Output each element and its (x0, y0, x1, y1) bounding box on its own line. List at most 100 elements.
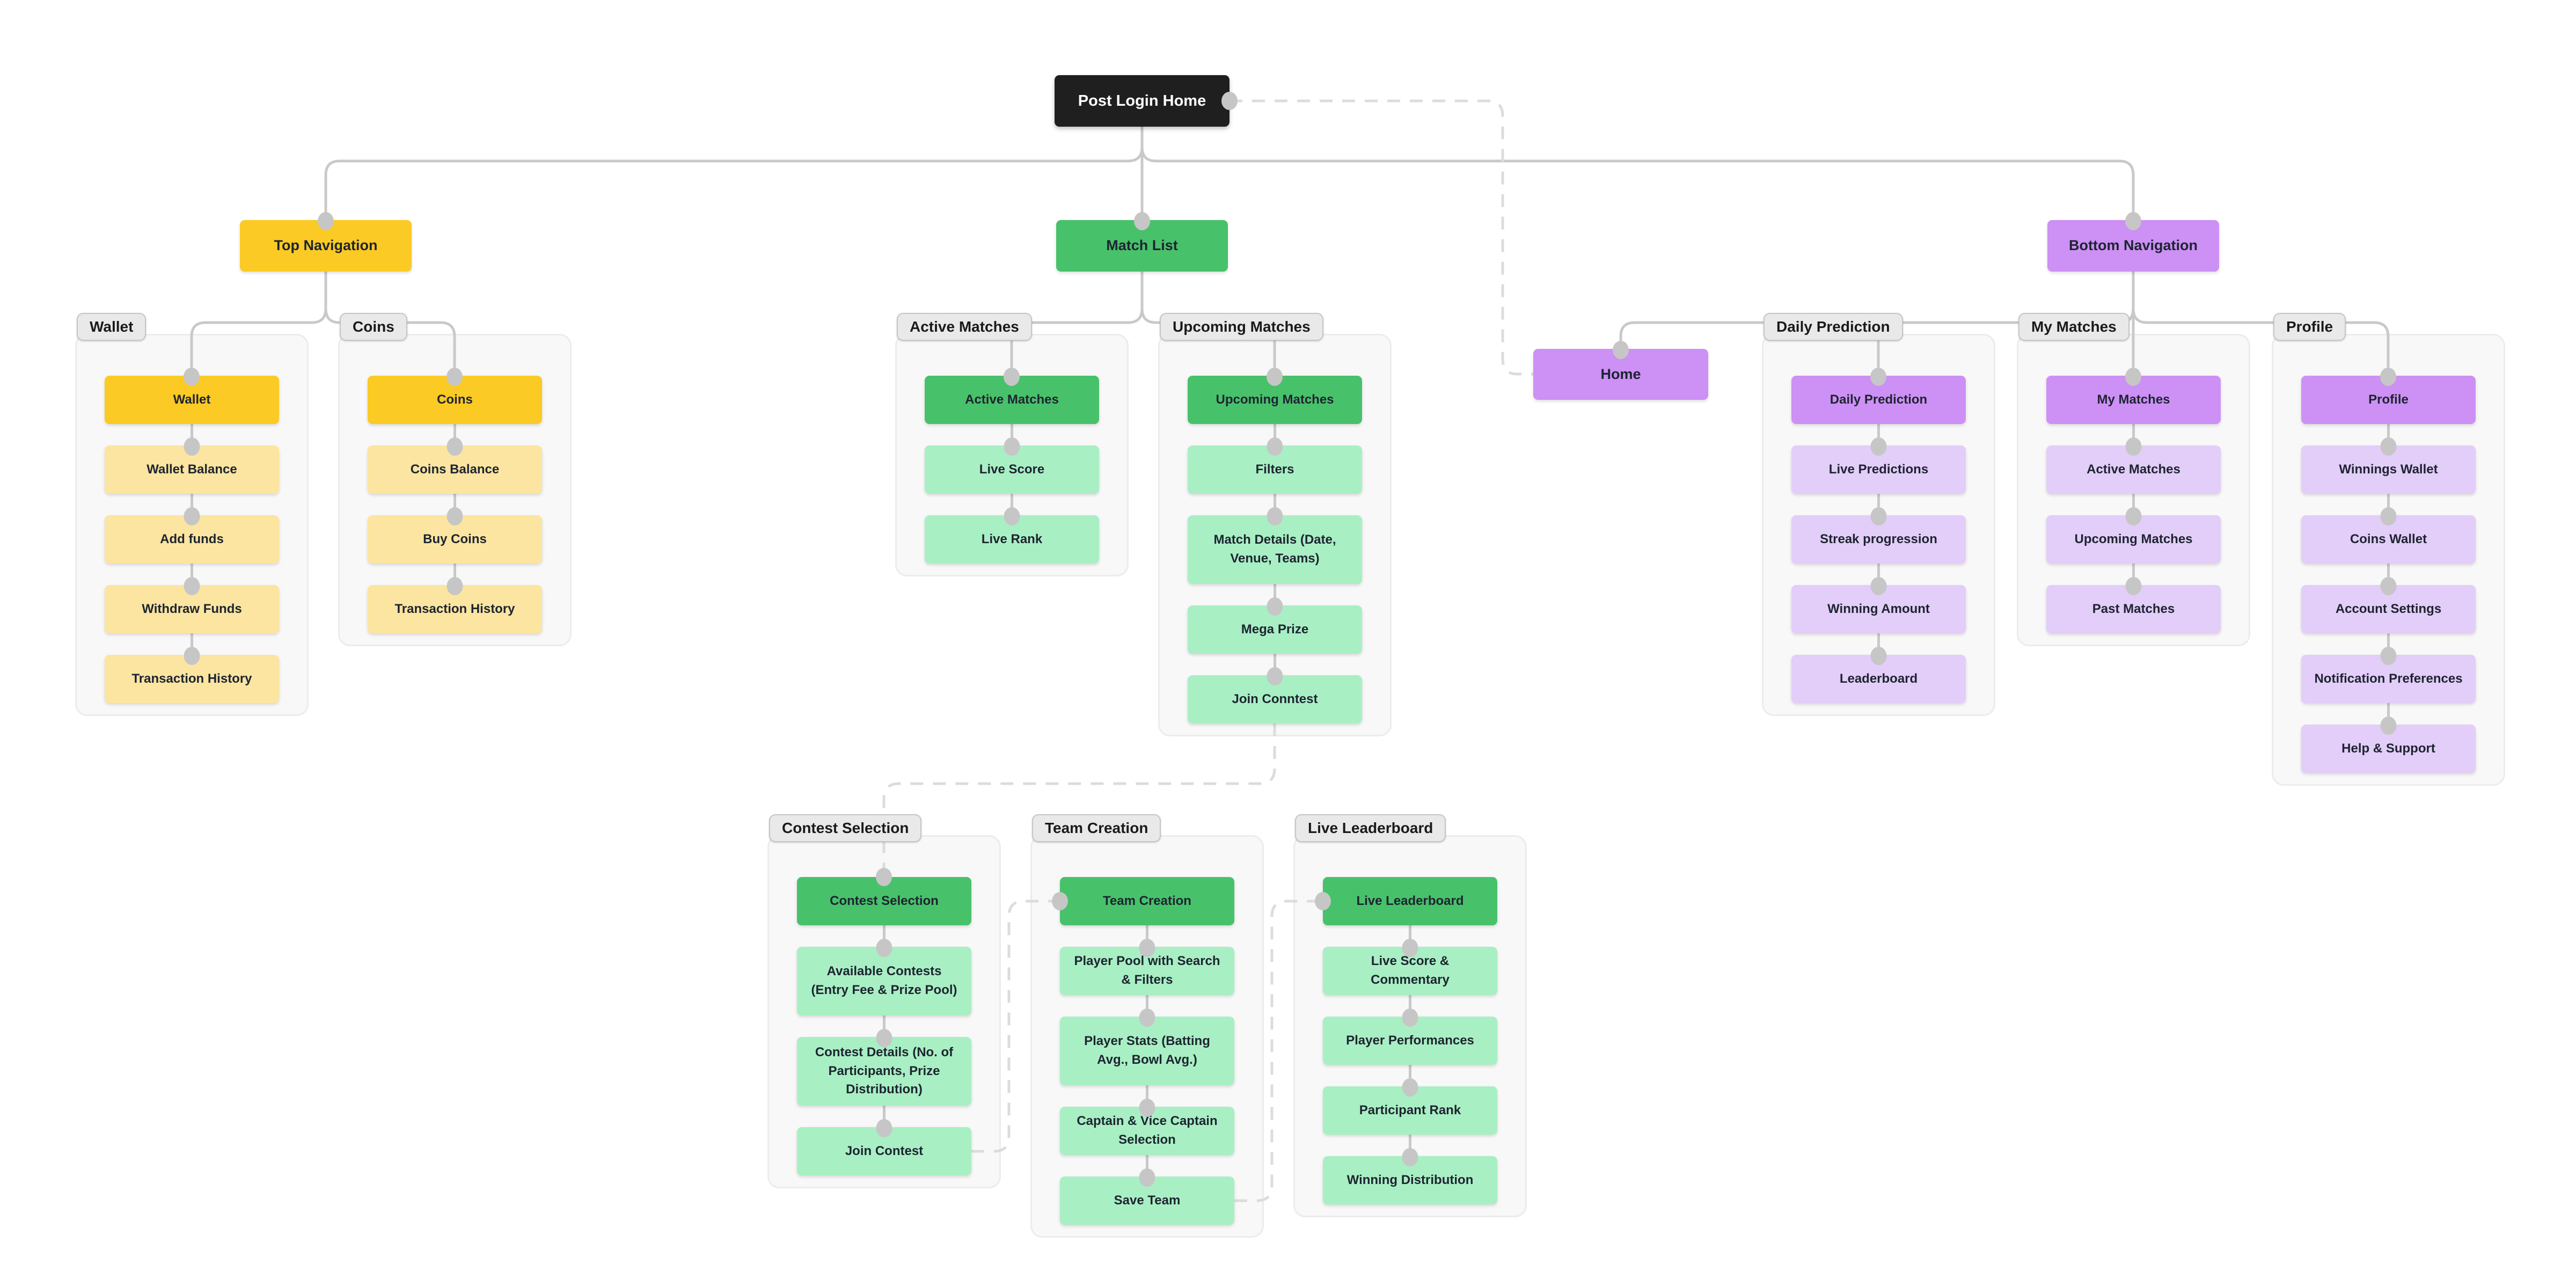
node-add-funds[interactable]: Add funds (105, 515, 279, 564)
node-join-conntest-label: Join Conntest (1232, 691, 1318, 706)
node-available-contests-entry-fee-prize-pool-label: Available Contests (Entry Fee & Prize Po… (811, 964, 957, 997)
node-coins-balance[interactable]: Coins Balance (368, 445, 542, 494)
node-available-contests-entry-fee-prize-pool[interactable]: Available Contests (Entry Fee & Prize Po… (797, 947, 971, 1015)
node-participant-rank[interactable]: Participant Rank (1323, 1086, 1497, 1135)
node-buy-coins[interactable]: Buy Coins (368, 515, 542, 564)
node-filters[interactable]: Filters (1188, 445, 1362, 494)
node-transaction-history[interactable]: Transaction History (368, 585, 542, 633)
node-upcoming-matches-label: Upcoming Matches (1216, 392, 1334, 407)
node-buy-coins-label: Buy Coins (423, 531, 487, 546)
node-live-leaderboard-label: Live Leaderboard (1356, 893, 1464, 908)
node-bottom-navigation[interactable]: Bottom Navigation (2047, 220, 2219, 272)
node-upcoming-matches[interactable]: Upcoming Matches (1188, 376, 1362, 424)
node-daily-prediction[interactable]: Daily Prediction (1791, 376, 1966, 424)
group-label-coins[interactable]: Coins (340, 313, 407, 341)
node-winning-amount[interactable]: Winning Amount (1791, 585, 1966, 633)
node-participant-rank-label: Participant Rank (1359, 1102, 1461, 1117)
node-live-score-commentary-label: Live Score & Commentary (1371, 954, 1450, 987)
node-post-login-home-label: Post Login Home (1078, 92, 1206, 109)
node-streak-progression-label: Streak progression (1820, 531, 1937, 546)
node-player-performances[interactable]: Player Performances (1323, 1017, 1497, 1065)
node-account-settings[interactable]: Account Settings (2301, 585, 2476, 633)
node-live-score-commentary[interactable]: Live Score & Commentary (1323, 947, 1497, 995)
node-coins-balance-label: Coins Balance (410, 462, 500, 477)
node-save-team[interactable]: Save Team (1060, 1177, 1234, 1225)
node-account-settings-label: Account Settings (2335, 601, 2442, 616)
node-captain-vice-captain-selection-label: Captain & Vice Captain Selection (1077, 1114, 1218, 1147)
node-player-stats-batting-avg-bowl-avg-label: Player Stats (Batting Avg., Bowl Avg.) (1084, 1034, 1210, 1067)
node-team-creation[interactable]: Team Creation (1060, 877, 1234, 925)
node-mega-prize[interactable]: Mega Prize (1188, 605, 1362, 654)
node-contest-selection[interactable]: Contest Selection (797, 877, 971, 925)
node-active-matches[interactable]: Active Matches (925, 376, 1099, 424)
node-leaderboard-label: Leaderboard (1839, 671, 1918, 686)
node-past-matches[interactable]: Past Matches (2046, 585, 2221, 633)
node-coins-wallet[interactable]: Coins Wallet (2301, 515, 2476, 564)
node-withdraw-funds-label: Withdraw Funds (142, 601, 242, 616)
node-active-matches-label: Active Matches (2087, 462, 2180, 477)
node-coins-label: Coins (437, 392, 473, 407)
node-winnings-wallet[interactable]: Winnings Wallet (2301, 445, 2476, 494)
node-home[interactable]: Home (1533, 349, 1708, 400)
node-winning-distribution[interactable]: Winning Distribution (1323, 1156, 1497, 1204)
node-my-matches[interactable]: My Matches (2046, 376, 2221, 424)
node-player-pool-with-search-filters[interactable]: Player Pool with Search & Filters (1060, 947, 1234, 995)
node-leaderboard[interactable]: Leaderboard (1791, 655, 1966, 703)
node-live-score[interactable]: Live Score (925, 445, 1099, 494)
node-live-predictions-label: Live Predictions (1828, 462, 1929, 477)
node-notification-preferences[interactable]: Notification Preferences (2301, 655, 2476, 703)
node-past-matches-label: Past Matches (2092, 601, 2175, 616)
node-daily-prediction-label: Daily Prediction (1829, 392, 1928, 407)
group-label-live-leaderboard[interactable]: Live Leaderboard (1295, 814, 1446, 842)
node-help-support-label: Help & Support (2341, 741, 2435, 756)
node-profile[interactable]: Profile (2301, 376, 2476, 424)
node-wallet-label: Wallet (173, 392, 211, 407)
group-label-my-matches[interactable]: My Matches (2018, 313, 2129, 341)
node-bottom-navigation-label: Bottom Navigation (2069, 237, 2198, 254)
group-label-daily-prediction[interactable]: Daily Prediction (1763, 313, 1903, 341)
node-player-performances-label: Player Performances (1346, 1033, 1474, 1048)
node-live-leaderboard[interactable]: Live Leaderboard (1323, 877, 1497, 925)
node-post-login-home[interactable]: Post Login Home (1055, 75, 1230, 127)
group-label-profile[interactable]: Profile (2273, 313, 2346, 341)
node-player-stats-batting-avg-bowl-avg[interactable]: Player Stats (Batting Avg., Bowl Avg.) (1060, 1017, 1234, 1085)
node-team-creation-label: Team Creation (1103, 893, 1191, 908)
node-join-contest[interactable]: Join Contest (797, 1127, 971, 1175)
node-live-rank[interactable]: Live Rank (925, 515, 1099, 564)
node-live-predictions[interactable]: Live Predictions (1791, 445, 1966, 494)
node-wallet[interactable]: Wallet (105, 376, 279, 424)
node-notification-preferences-label: Notification Preferences (2314, 671, 2463, 686)
node-top-navigation-label: Top Navigation (274, 237, 378, 254)
node-contest-details-no-of-participants-prize-distribution[interactable]: Contest Details (No. of Participants, Pr… (797, 1037, 971, 1106)
connector (1140, 127, 2135, 220)
node-withdraw-funds[interactable]: Withdraw Funds (105, 585, 279, 633)
node-streak-progression[interactable]: Streak progression (1791, 515, 1966, 564)
group-label-team-creation[interactable]: Team Creation (1032, 814, 1161, 842)
node-help-support[interactable]: Help & Support (2301, 725, 2476, 773)
node-coins[interactable]: Coins (368, 376, 542, 424)
group-label-contest-selection[interactable]: Contest Selection (769, 814, 922, 842)
node-live-score-label: Live Score (979, 462, 1045, 477)
node-top-navigation[interactable]: Top Navigation (240, 220, 412, 272)
node-save-team-label: Save Team (1114, 1193, 1181, 1208)
node-wallet-balance[interactable]: Wallet Balance (105, 445, 279, 494)
node-join-contest-label: Join Contest (845, 1143, 924, 1158)
node-match-details-date-venue-teams[interactable]: Match Details (Date, Venue, Teams) (1188, 515, 1362, 584)
group-label-wallet[interactable]: Wallet (77, 313, 147, 341)
node-active-matches[interactable]: Active Matches (2046, 445, 2221, 494)
node-match-list[interactable]: Match List (1056, 220, 1228, 272)
node-upcoming-matches[interactable]: Upcoming Matches (2046, 515, 2221, 564)
node-captain-vice-captain-selection[interactable]: Captain & Vice Captain Selection (1060, 1107, 1234, 1155)
node-mega-prize-label: Mega Prize (1241, 622, 1309, 637)
node-profile-label: Profile (2368, 392, 2409, 407)
node-filters-label: Filters (1255, 462, 1294, 477)
node-contest-selection-label: Contest Selection (830, 893, 939, 908)
node-live-rank-label: Live Rank (981, 531, 1043, 546)
group-label-upcoming-matches[interactable]: Upcoming Matches (1160, 313, 1323, 341)
node-join-conntest[interactable]: Join Conntest (1188, 675, 1362, 724)
connector (324, 127, 1144, 220)
group-label-active-matches[interactable]: Active Matches (897, 313, 1032, 341)
node-transaction-history[interactable]: Transaction History (105, 655, 279, 703)
node-winning-amount-label: Winning Amount (1827, 601, 1930, 616)
node-player-pool-with-search-filters-label: Player Pool with Search & Filters (1074, 954, 1220, 987)
